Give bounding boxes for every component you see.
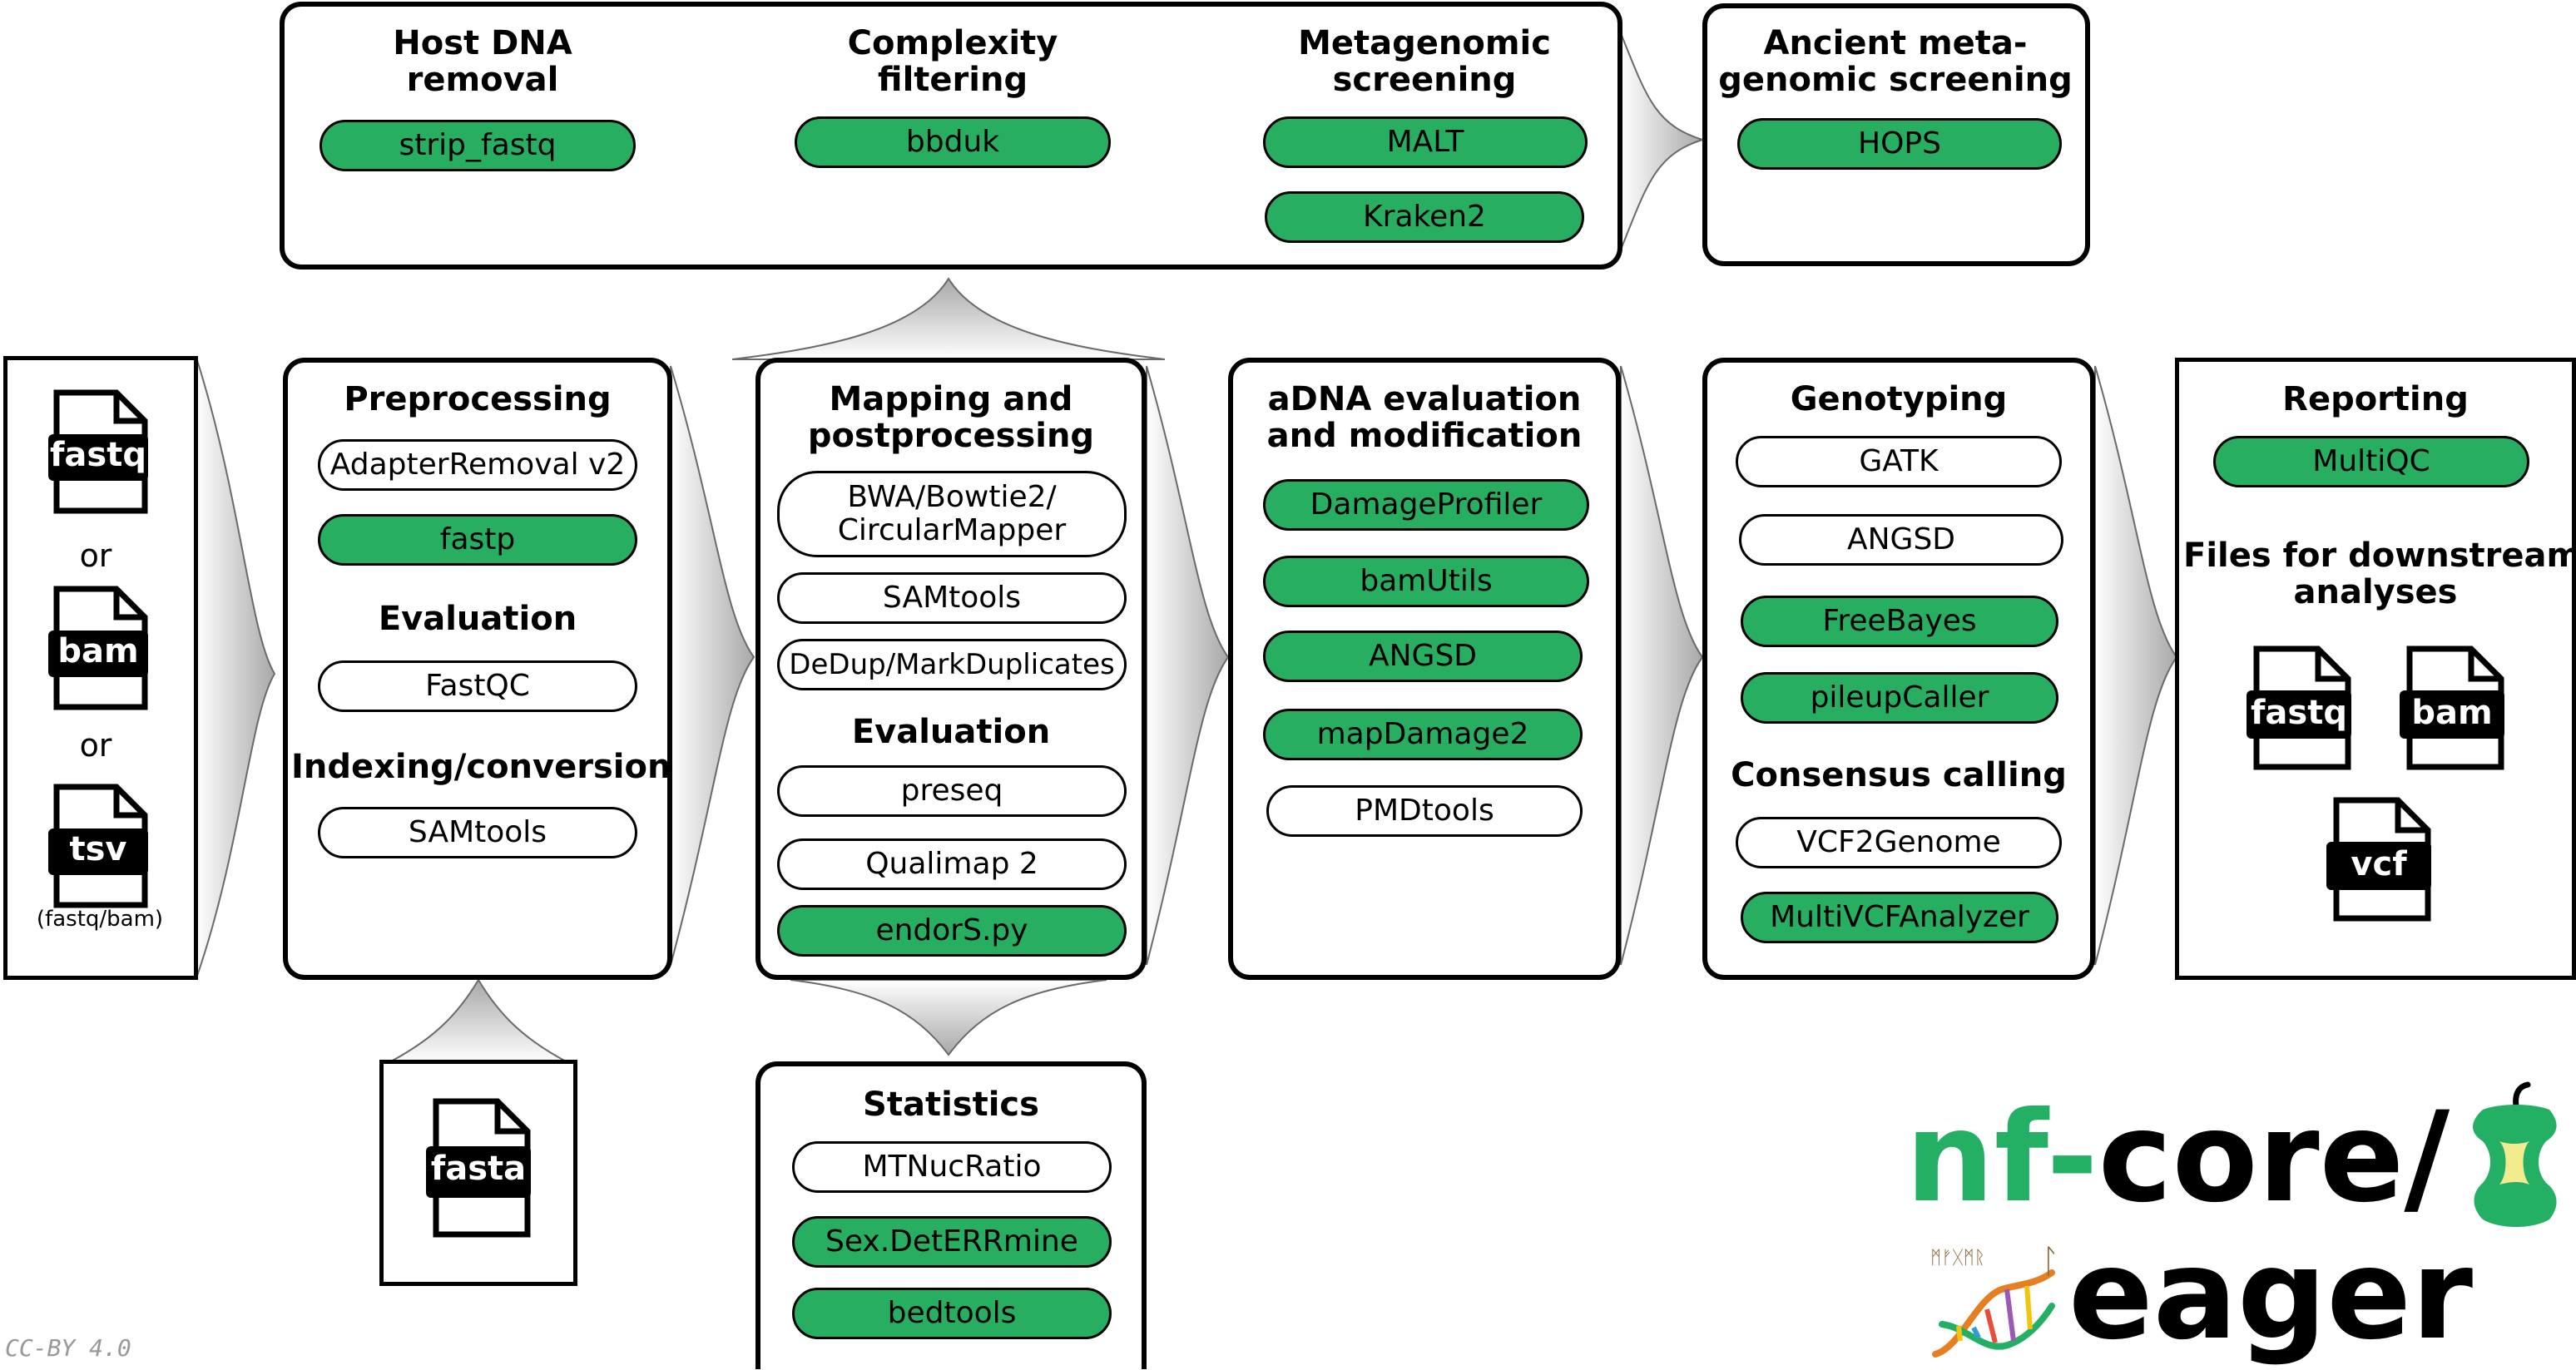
bam-file-icon: bam <box>48 586 148 710</box>
downstream-files-title: Files for downstream analyses <box>2183 537 2576 611</box>
tool-adapterremoval: AdapterRemoval v2 <box>318 439 637 491</box>
arrow-preprocessing-to-mapping <box>670 365 755 966</box>
eager-logo-text: eager <box>2068 1223 2474 1368</box>
arrow-mapping-to-screening <box>731 277 1166 360</box>
arrow-screening-to-ancient <box>1620 32 1706 250</box>
host-dna-removal-title: Host DNA removal <box>393 24 572 99</box>
indexing-conversion-title: Indexing/conversion <box>291 748 671 786</box>
fastq-file-icon: fastq <box>48 389 148 514</box>
arrow-input-to-preprocessing <box>196 357 276 979</box>
logo-dash: - <box>2046 1086 2098 1230</box>
metagenomic-screening-title: Metagenomic screening <box>1298 24 1551 99</box>
bam-output-icon: bam <box>2400 645 2504 770</box>
fasta-file-icon: fasta <box>426 1098 531 1238</box>
mapping-title: Mapping and postprocessing <box>807 380 1095 455</box>
statistics-title: Statistics <box>863 1086 1039 1124</box>
logo-rune-l: ᛚ <box>2040 1243 2060 1281</box>
fasta-file-label: fasta <box>430 1150 527 1188</box>
mapping-evaluation-title: Evaluation <box>851 713 1051 751</box>
tool-angsd-genotyping: ANGSD <box>1739 514 2063 566</box>
tool-samtools-index: SAMtools <box>318 807 637 858</box>
complexity-filtering-title: Complexity filtering <box>847 24 1058 99</box>
tool-pileupcaller: pileupCaller <box>1741 672 2058 724</box>
tool-hops: HOPS <box>1737 118 2062 170</box>
tool-damageprofiler: DamageProfiler <box>1263 479 1589 531</box>
tool-pmdtools: PMDtools <box>1266 785 1583 837</box>
fastq-file-label: fastq <box>50 436 146 474</box>
dna-helix-logo-icon: ᛗᚠᚷᛗᚱ ᛚ <box>1927 1243 2068 1364</box>
tool-multiqc: MultiQC <box>2213 436 2529 487</box>
tool-bamutils: bamUtils <box>1263 556 1589 607</box>
adna-title: aDNA evaluation and modification <box>1266 380 1583 455</box>
logo-nf: nf <box>1905 1086 2047 1230</box>
fastq-output-label: fastq <box>2251 694 2347 732</box>
genotyping-title: Genotyping <box>1790 380 2008 418</box>
arrow-preprocessing-to-reference <box>387 978 570 1064</box>
arrow-mapping-to-statistics <box>790 979 1107 1056</box>
vcf-output-label: vcf <box>2351 845 2407 883</box>
tool-mtnucratio: MTNucRatio <box>792 1141 1112 1193</box>
apple-core-logo-icon <box>2466 1081 2563 1239</box>
tool-bedtools: bedtools <box>792 1288 1112 1339</box>
bam-output-label: bam <box>2411 694 2493 732</box>
ancient-metagenomic-title: Ancient meta- genomic screening <box>1718 24 2073 99</box>
tool-angsd-adna: ANGSD <box>1263 631 1583 682</box>
tool-gatk: GATK <box>1736 436 2062 487</box>
tool-endors-py: endorS.py <box>777 905 1127 957</box>
consensus-calling-title: Consensus calling <box>1731 756 2067 794</box>
tsv-file-label: tsv <box>69 830 127 868</box>
tool-bwa-bowtie2-circularmapper: BWA/Bowtie2/ CircularMapper <box>777 471 1127 557</box>
tool-preseq: preseq <box>777 765 1127 817</box>
preprocessing-title: Preprocessing <box>344 380 612 418</box>
tool-multivcfanalyzer: MultiVCFAnalyzer <box>1741 892 2058 943</box>
logo-runes: ᛗᚠᚷᛗᚱ <box>1930 1248 1986 1269</box>
tool-kraken2: Kraken2 <box>1265 191 1584 243</box>
tool-sex-deterrmine: Sex.DetERRmine <box>792 1216 1112 1268</box>
tool-samtools: SAMtools <box>777 572 1127 624</box>
tool-malt: MALT <box>1263 116 1588 168</box>
tool-dedup-markduplicates: DeDup/MarkDuplicates <box>777 639 1127 690</box>
license-text: CC-BY 4.0 <box>5 1334 131 1362</box>
tool-strip-fastq: strip_fastq <box>320 120 636 171</box>
tool-bbduk: bbduk <box>795 116 1111 168</box>
tool-vcf2genome: VCF2Genome <box>1736 817 2062 868</box>
vcf-output-icon: vcf <box>2326 797 2431 922</box>
arrow-mapping-to-adna <box>1146 365 1230 966</box>
arrow-adna-to-genotyping <box>1620 365 1704 966</box>
tool-fastp: fastp <box>318 514 637 566</box>
tsv-file-icon: tsv <box>48 784 148 908</box>
tool-qualimap: Qualimap 2 <box>777 838 1127 890</box>
preprocessing-evaluation-title: Evaluation <box>378 600 577 638</box>
tsv-note: (fastq/bam) <box>36 907 164 932</box>
arrow-genotyping-to-reporting <box>2094 365 2178 966</box>
or-text: or <box>79 727 112 764</box>
bam-file-label: bam <box>57 632 139 670</box>
or-text: or <box>79 537 112 574</box>
tool-fastqc: FastQC <box>318 660 637 712</box>
nf-core-logo-text: nf-core/ <box>1905 1091 2450 1224</box>
fastq-output-icon: fastq <box>2247 645 2351 770</box>
reporting-title: Reporting <box>2282 380 2469 418</box>
tool-mapdamage2: mapDamage2 <box>1263 709 1583 760</box>
tool-freebayes: FreeBayes <box>1741 596 2058 647</box>
logo-core: core/ <box>2098 1086 2450 1230</box>
